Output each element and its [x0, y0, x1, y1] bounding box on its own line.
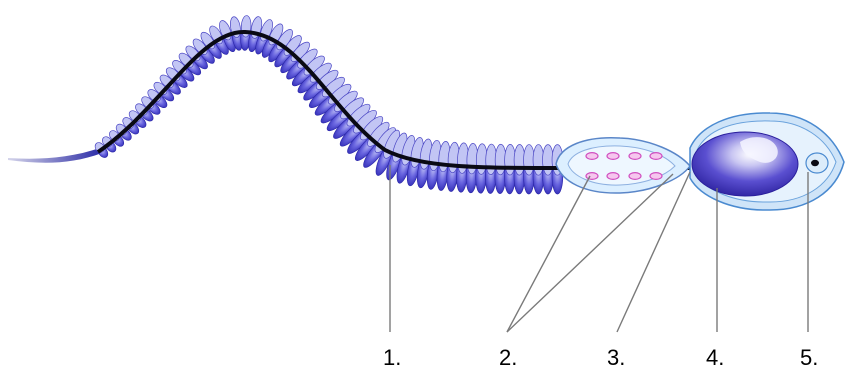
mitochondrion	[585, 152, 599, 161]
label-3: 3.	[607, 345, 626, 370]
label-4: 4.	[706, 345, 725, 370]
mitochondrion	[585, 172, 599, 181]
leader-lines	[389, 165, 809, 333]
mitochondrion	[649, 172, 663, 181]
mitochondrion	[628, 152, 642, 161]
mitochondrion	[628, 172, 642, 181]
axoneme-line	[96, 29, 690, 170]
mitochondrion	[606, 172, 620, 181]
label-2: 2.	[499, 345, 518, 370]
label-1: 1.	[383, 345, 402, 370]
mitochondria	[585, 152, 663, 181]
leader-line-2b	[506, 173, 674, 333]
tail-end-piece	[8, 148, 102, 163]
label-5: 5.	[800, 345, 819, 370]
mitochondrion	[649, 152, 663, 161]
midpiece	[555, 137, 691, 194]
sperm-head	[689, 112, 845, 211]
leader-line-2a	[506, 175, 591, 333]
leader-line-3	[616, 171, 691, 333]
mitochondrion	[606, 152, 620, 161]
